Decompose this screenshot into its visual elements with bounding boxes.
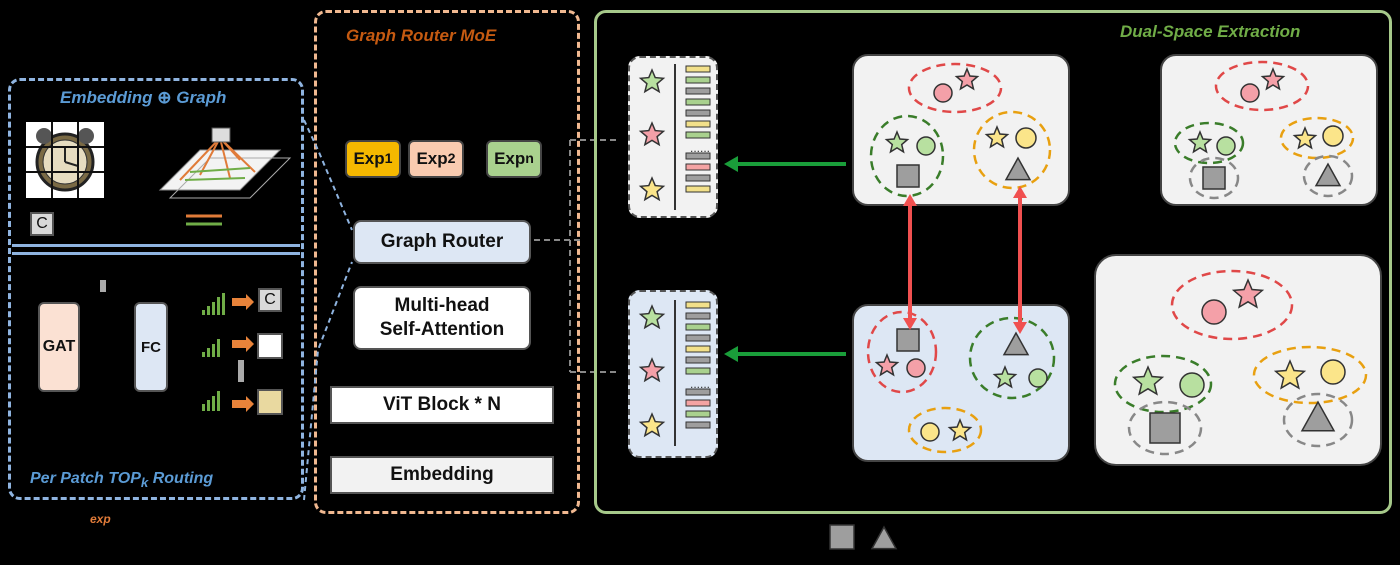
- embedding-title: Embedding: [60, 88, 153, 107]
- graph-router-moe-title: Graph Router MoE: [346, 26, 497, 45]
- triangle-icon: [870, 525, 898, 550]
- embedding-box: Embedding: [330, 456, 554, 494]
- expert-1-sub: 1: [384, 151, 393, 167]
- below-note: exp: [90, 512, 111, 526]
- gat-box: GAT: [38, 302, 80, 392]
- vit-block-box: ViT Block * N: [330, 386, 554, 424]
- mhsa-line-2: Self-Attention: [379, 319, 505, 340]
- mhsa-box: Multi-head Self-Attention: [353, 286, 531, 350]
- graph-title: Graph: [176, 88, 227, 107]
- expert-1-label: Exp: [353, 149, 385, 168]
- embedding-graph-title: Embedding ⊕ Graph: [60, 88, 226, 108]
- class-token: C: [30, 212, 54, 236]
- expert-n-label: Exp: [494, 149, 526, 168]
- left-panel-divider-2: [12, 252, 300, 255]
- expert-2-sub: 2: [447, 151, 456, 167]
- right-panel: [594, 10, 1392, 514]
- cluster-panel-top-right: [1160, 54, 1378, 206]
- clock-image: [26, 122, 104, 198]
- routing-title-suffix: Routing: [148, 470, 214, 487]
- square-icon: [829, 524, 855, 550]
- cluster-panel-top: [852, 54, 1070, 206]
- mhsa-line-1: Multi-head: [394, 295, 490, 316]
- circled-plus-icon: ⊕: [157, 88, 172, 107]
- cluster-panel-bottom: [852, 304, 1070, 462]
- fc-box: FC: [134, 302, 168, 392]
- dual-space-title: Dual-Space Extraction: [1120, 22, 1301, 41]
- patch-token-c: C: [258, 288, 282, 312]
- routing-title-prefix: Per Patch TOP: [30, 470, 141, 487]
- cluster-panel-bottom-right: [1094, 254, 1382, 466]
- graph-router-box: Graph Router: [353, 220, 531, 264]
- left-panel: [8, 78, 304, 500]
- expert-n-sub: n: [525, 151, 534, 167]
- routing-title: Per Patch TOPk Routing: [30, 470, 213, 490]
- routing-title-subscript: k: [140, 475, 149, 491]
- token-panel-bottom: [628, 290, 718, 458]
- alarm-clock-icon: [26, 122, 104, 198]
- left-panel-divider: [12, 244, 300, 247]
- expert-2-label: Exp: [416, 149, 448, 168]
- token-panel-top: [628, 56, 718, 218]
